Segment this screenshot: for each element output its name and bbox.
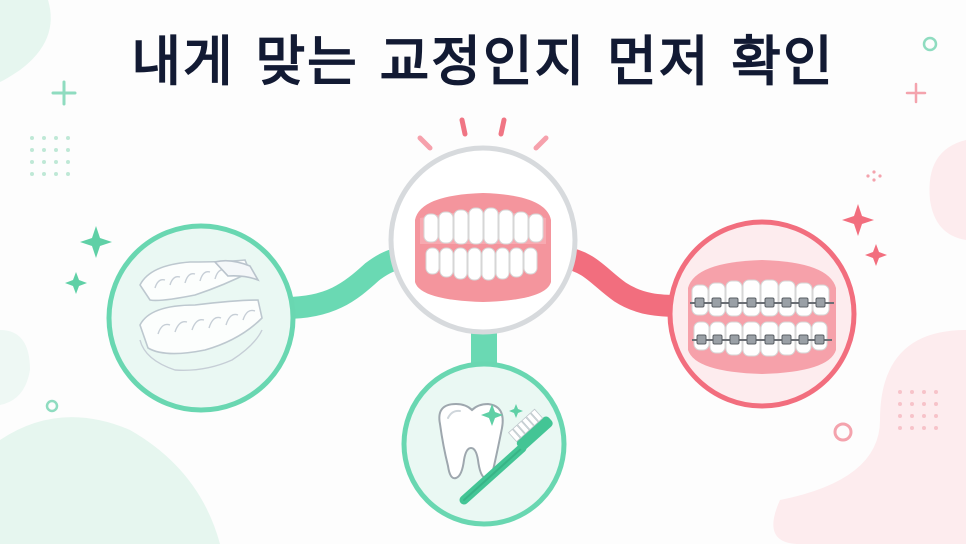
sparkle-icon (65, 272, 87, 294)
clear-aligner-circle (106, 223, 296, 413)
ring-icon (45, 399, 59, 413)
connector-left (274, 247, 411, 319)
mint-blob-left (0, 330, 30, 405)
sparkle-icon (865, 244, 887, 266)
sparkle-icon (80, 226, 112, 258)
mint-blob-bottom-left (0, 417, 220, 544)
metal-braces-circle (667, 219, 857, 409)
dot-cluster-icon (866, 170, 882, 182)
page-title: 내게 맞는 교정인지 먼저 확인 (131, 30, 835, 93)
coral-blob-right (929, 140, 966, 240)
sparkle-icon (842, 204, 874, 236)
connector-right (555, 247, 691, 317)
plus-icon (905, 82, 927, 104)
ring-icon (833, 422, 853, 442)
mint-blob-top-left (0, 0, 51, 82)
clear-aligner-icon (139, 259, 263, 371)
tooth-toothbrush-icon (438, 402, 553, 505)
highlight-burst-icon (417, 117, 549, 151)
natural-teeth-circle (388, 145, 578, 335)
dot-grid-right (898, 390, 938, 430)
tooth-care-circle (401, 361, 567, 527)
plus-icon (51, 80, 77, 106)
teeth-smile-icon (415, 193, 551, 302)
sparkle-icon (481, 404, 503, 426)
dot-grid-left (30, 136, 70, 176)
braces-teeth-icon (688, 260, 836, 374)
coral-blob-bottom-right (773, 330, 966, 544)
ring-icon (922, 36, 938, 52)
sparkle-icon (509, 404, 523, 418)
